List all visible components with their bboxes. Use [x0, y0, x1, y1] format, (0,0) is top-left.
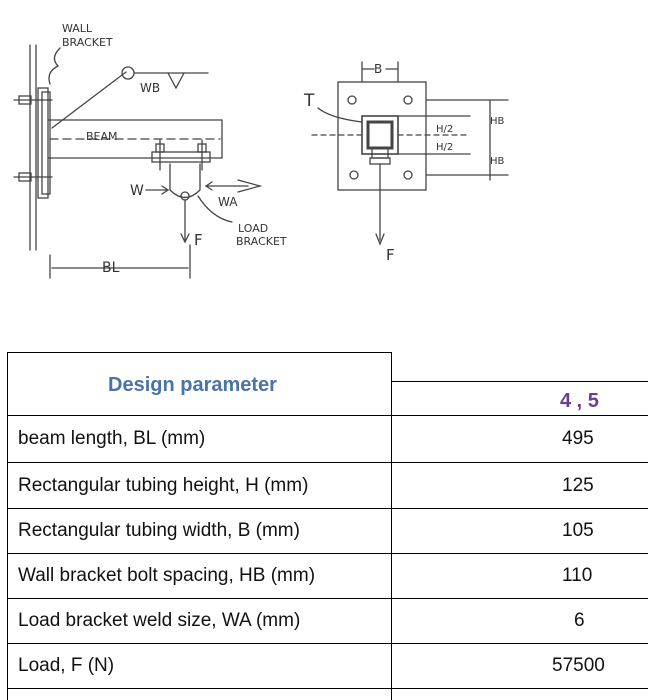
row-label-b: Rectangular tubing width, B (mm) — [18, 520, 300, 541]
b-label: B — [374, 62, 382, 76]
wall-bracket-label: WALL — [62, 22, 93, 35]
h2-bottom-label: H/2 — [436, 142, 453, 153]
row-label-h: Rectangular tubing height, H (mm) — [18, 475, 309, 496]
table-header: Design parameter — [108, 374, 277, 396]
row-label-wa: Load bracket weld size, WA (mm) — [18, 610, 301, 631]
row-value-hb: 110 — [562, 565, 593, 586]
row-label-f: Load, F (N) — [18, 655, 115, 676]
wall-bracket-label-2: BRACKET — [62, 36, 113, 49]
row-value-wa: 6 — [574, 610, 585, 631]
hb-bottom-label: HB — [490, 156, 505, 167]
row-label-bl: beam length, BL (mm) — [18, 428, 206, 449]
bl-label: BL — [102, 260, 120, 276]
row-value-f: 57500 — [552, 655, 605, 676]
h2-top-label: H/2 — [436, 124, 453, 135]
row-label-hb: Wall bracket bolt spacing, HB (mm) — [18, 565, 316, 586]
wa-label: WA — [218, 195, 238, 209]
load-bracket-label: LOAD — [238, 222, 268, 235]
t-label: T — [303, 91, 315, 111]
beam-label: BEAM — [86, 130, 118, 143]
force-label-right: F — [386, 246, 395, 264]
beam-bracket-sketch: WALL BRACKET WB BEAM W WA F LOAD BRACKET… — [13, 22, 509, 279]
column-header: 4 , 5 — [560, 390, 599, 412]
load-bracket-label-2: BRACKET — [236, 235, 287, 248]
force-label-left: F — [194, 231, 203, 249]
w-label: W — [130, 183, 144, 199]
row-value-bl: 495 — [562, 428, 594, 449]
row-value-b: 105 — [562, 520, 594, 541]
hb-top-label: HB — [490, 116, 505, 127]
wb-label: WB — [140, 81, 160, 95]
row-value-h: 125 — [562, 475, 594, 496]
